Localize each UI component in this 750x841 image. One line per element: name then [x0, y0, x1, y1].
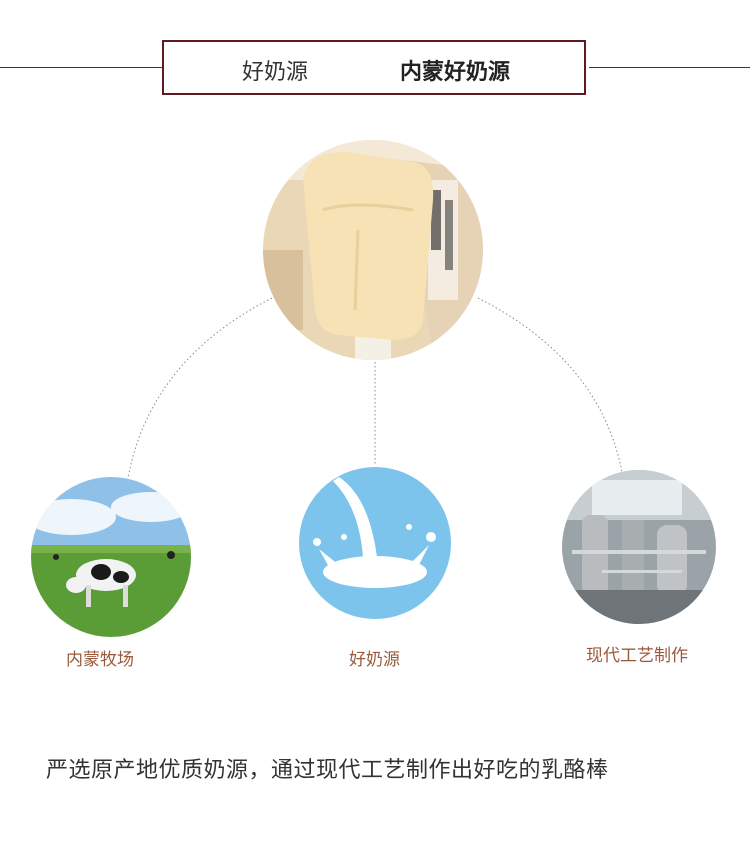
item-label-milk-source: 好奶源 [349, 650, 400, 670]
header-title-right: 内蒙好奶源 [400, 60, 511, 85]
item-label-pasture: 内蒙牧场 [66, 650, 134, 670]
popsicle-photo [263, 140, 483, 360]
factory-equipment-photo [562, 470, 716, 624]
header-title-box: 好奶源 内蒙好奶源 [162, 40, 586, 95]
header-divider-left [0, 67, 163, 68]
cow-pasture-photo [31, 477, 191, 637]
milk-splash-photo [299, 467, 451, 619]
item-label-modern-process: 现代工艺制作 [586, 646, 688, 666]
bottom-caption: 严选原产地优质奶源，通过现代工艺制作出好吃的乳酪棒 [46, 758, 609, 783]
header-title-left: 好奶源 [242, 60, 309, 85]
header-divider-right [589, 67, 750, 68]
